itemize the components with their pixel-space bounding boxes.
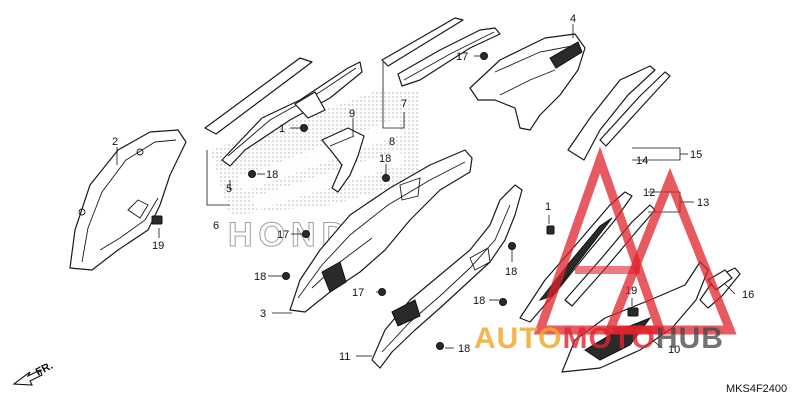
part-19-clip-right (627, 307, 639, 317)
callout-18-c: 18 (254, 271, 266, 283)
part-11-inner-panel (371, 184, 523, 369)
front-label: FR. (34, 360, 55, 379)
callout-5: 5 (226, 183, 232, 195)
bolt-18-f (436, 342, 444, 350)
callout-13: 13 (697, 197, 709, 209)
bolt-17-top (480, 52, 488, 60)
diagram-code: MKS4F2400 (726, 383, 787, 395)
bolt-18-d (508, 242, 516, 250)
bolt-18-e (499, 298, 507, 306)
part-5-upper-trim (204, 57, 363, 167)
bolt-18-b (382, 174, 390, 182)
bolt-17-low (378, 288, 386, 296)
callout-10: 10 (668, 344, 680, 356)
arrow-icon (12, 369, 43, 386)
callout-11: 11 (339, 351, 350, 363)
part-2-side-cover (69, 129, 187, 271)
callout-18-a: 18 (266, 169, 278, 181)
callout-18-e: 18 (473, 295, 485, 307)
callout-3: 3 (260, 308, 266, 320)
callout-1-right: 1 (545, 201, 551, 213)
bolt-18-c (282, 272, 290, 280)
part-3-main-fairing (289, 149, 473, 313)
callout-8: 8 (389, 136, 395, 148)
callout-18-f: 18 (458, 343, 470, 355)
callout-7: 7 (401, 98, 407, 110)
callout-17-low: 17 (352, 287, 364, 299)
callout-19-left: 19 (152, 240, 164, 252)
callout-18-d: 18 (505, 266, 517, 278)
leader-lines (116, 24, 736, 357)
callout-15: 15 (690, 149, 702, 161)
triangle-logo (533, 146, 737, 335)
callout-2: 2 (112, 136, 118, 148)
part-19-clip-left (151, 215, 163, 225)
callout-12: 12 (643, 187, 655, 199)
bolt-1-left (300, 124, 308, 132)
bolt-17-mid (302, 230, 310, 238)
part-1-grommet (546, 225, 555, 235)
part-9-bracket (321, 127, 365, 193)
part-15-upper-strip (567, 65, 671, 161)
watermark-text: AUTOMOTOHUB (474, 322, 724, 355)
callout-1-left: 1 (279, 123, 285, 135)
callout-16: 16 (742, 289, 754, 301)
part-4-rear-cowl (469, 33, 586, 131)
callout-17-mid: 17 (277, 229, 289, 241)
callout-17-top: 17 (456, 51, 468, 63)
front-direction-arrow: FR. (12, 360, 55, 386)
bolt-18-a (248, 170, 256, 178)
callout-14: 14 (636, 155, 648, 167)
callout-18-b: 18 (379, 153, 391, 165)
callout-6: 6 (213, 220, 219, 232)
callout-9: 9 (349, 108, 355, 120)
automotohub-watermark: AUTOMOTOHUB (474, 146, 737, 355)
callout-labels: 2 19 5 6 9 7 8 4 17 1 18 18 17 18 3 18 1… (112, 13, 754, 363)
fasteners (248, 52, 555, 350)
part-7-upper-trim (381, 17, 501, 87)
callout-4: 4 (570, 13, 576, 25)
